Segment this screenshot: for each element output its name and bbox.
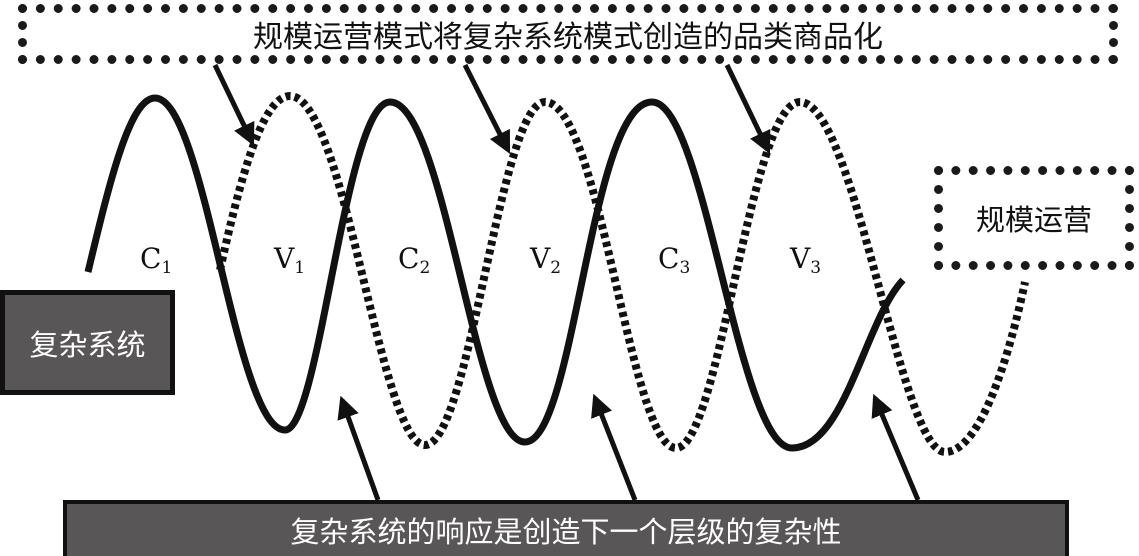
- complex-system-box: 复杂系统: [0, 290, 175, 395]
- arrow-top-3: [724, 63, 771, 155]
- phase-label-c2: C2: [398, 242, 430, 278]
- phase-label-c3: C3: [658, 242, 690, 278]
- phase-label-c1: C1: [140, 242, 172, 278]
- arrow-top-2: [462, 63, 511, 155]
- bottom-label-box: 复杂系统的响应是创造下一个层级的复杂性: [63, 500, 1069, 556]
- top-label-box: 规模运营模式将复杂系统模式创造的品类商品化: [18, 4, 1118, 64]
- complex-system-wave: [84, 94, 906, 452]
- scale-operation-box: 规模运营: [934, 166, 1134, 270]
- arrow-bottom-3: [871, 393, 921, 501]
- top-label: 规模运营模式将复杂系统模式创造的品类商品化: [253, 20, 883, 55]
- phase-label-v2: V2: [529, 242, 561, 278]
- arrow-bottom-1: [337, 395, 381, 501]
- bottom-label: 复杂系统的响应是创造下一个层级的复杂性: [290, 515, 842, 549]
- scale-operation-wave: [216, 91, 1029, 457]
- phase-label-v3: V3: [789, 242, 821, 278]
- phase-label-v1: V1: [273, 242, 305, 278]
- scale-operation-label: 规模运营: [975, 203, 1092, 237]
- arrow-top-1: [212, 63, 255, 147]
- arrow-bottom-2: [591, 393, 638, 501]
- complex-system-label: 复杂系统: [29, 327, 146, 362]
